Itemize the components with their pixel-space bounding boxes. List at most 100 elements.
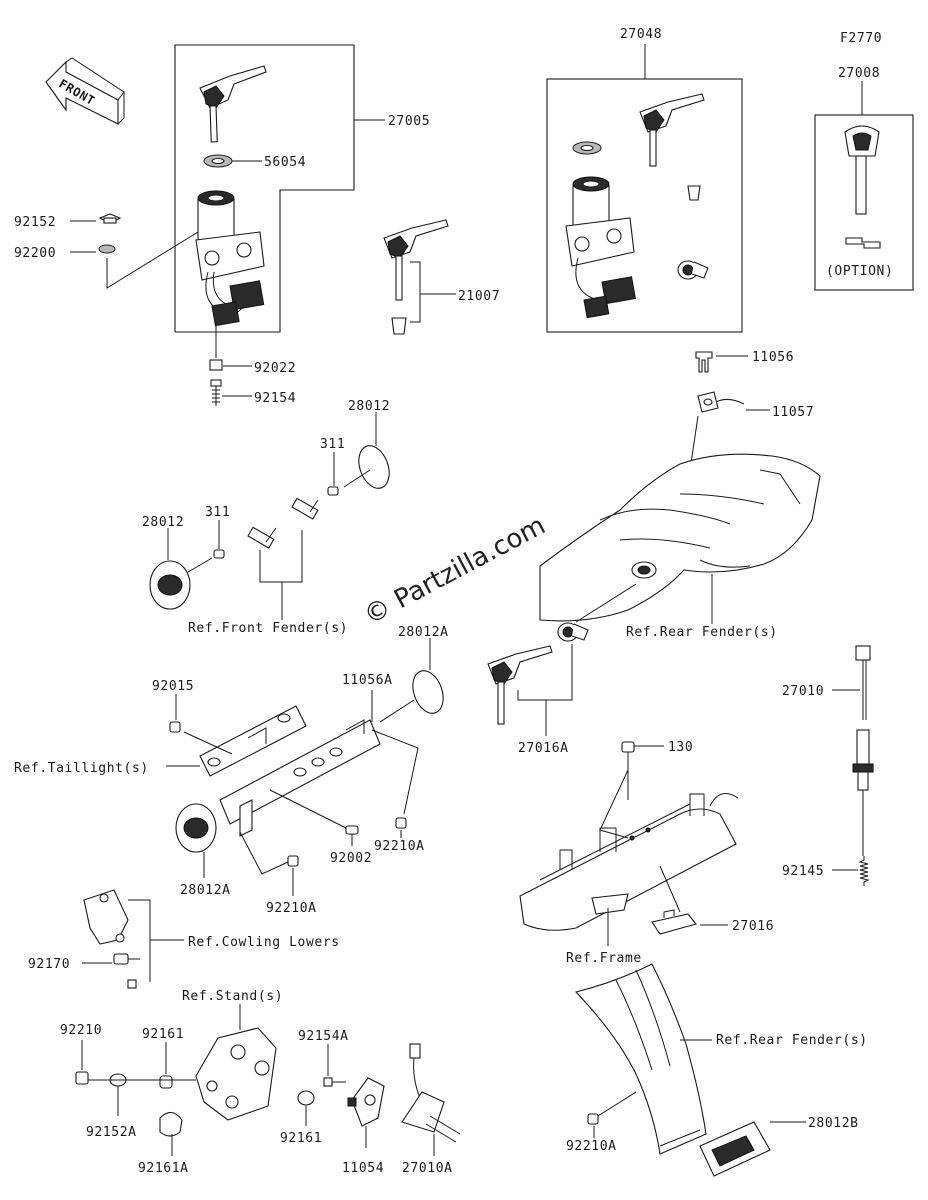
grommet-28012B (699, 1121, 771, 1177)
washer-92200 (98, 244, 116, 254)
taillight-bracket (199, 705, 307, 777)
label-92145: 92145 (782, 864, 824, 879)
label-311-top: 311 (320, 437, 345, 452)
label-11056A: 11056A (342, 673, 393, 688)
screw-92154 (210, 379, 222, 406)
key-blank-icon (845, 237, 881, 249)
option-label: (OPTION) (826, 264, 893, 279)
grommet-28012 (149, 560, 191, 610)
label-27010A: 27010A (402, 1161, 453, 1176)
label-11057: 11057 (772, 405, 814, 420)
key-icon (383, 219, 449, 301)
cowling-bracket (83, 889, 129, 945)
label-28012-left: 28012 (142, 515, 184, 530)
ref-taillight: Ref.Taillight(s) (14, 761, 149, 776)
label-28012A-bottom: 28012A (180, 883, 231, 898)
label-11054: 11054 (342, 1161, 384, 1176)
nut-92210 (75, 1071, 89, 1085)
clip-11057 (697, 391, 745, 413)
label-92170: 92170 (28, 957, 70, 972)
watermark: © Partzilla.com (359, 510, 550, 631)
bushing (687, 185, 701, 201)
label-56054: 56054 (264, 155, 306, 170)
figure-code: F2770 (840, 31, 882, 46)
ref-rear-fender: Ref.Rear Fender(s) (626, 625, 778, 640)
stop-switch-27010 (852, 645, 874, 791)
ref-stand: Ref.Stand(s) (182, 989, 283, 1004)
label-92210: 92210 (60, 1023, 102, 1038)
label-311-left: 311 (205, 505, 230, 520)
ref-front-fender: Ref.Front Fender(s) (188, 621, 348, 636)
nut-92210A (287, 855, 299, 867)
ref-frame: Ref.Frame (566, 951, 642, 966)
spacer (247, 497, 319, 549)
screw (127, 979, 137, 989)
rear-fender-lower (574, 963, 707, 1155)
ignition-switch (195, 190, 265, 327)
label-11056: 11056 (752, 350, 794, 365)
label-27048: 27048 (620, 27, 662, 42)
lock-cylinder (677, 260, 709, 280)
key-icon (487, 645, 553, 725)
grommet-28012A (175, 803, 217, 853)
rear-fender (539, 453, 821, 622)
label-28012A-top: 28012A (398, 625, 449, 640)
label-92210A-bottom: 92210A (266, 901, 317, 916)
collar-92161 (159, 1075, 173, 1089)
nut-92022 (209, 359, 223, 371)
bushing (391, 317, 407, 335)
nut-311 (213, 549, 225, 559)
label-92200: 92200 (14, 246, 56, 261)
nut-92210A (395, 817, 407, 829)
cap-92161A (159, 1111, 183, 1137)
label-92152: 92152 (14, 215, 56, 230)
label-92154A: 92154A (298, 1029, 349, 1044)
label-92152A: 92152A (86, 1125, 137, 1140)
collar-92161 (297, 1090, 315, 1106)
bolt-92152 (98, 213, 122, 224)
bracket-11056A (219, 719, 381, 837)
rear-frame (519, 793, 739, 931)
bolt-92002 (345, 825, 359, 835)
label-92161A: 92161A (138, 1161, 189, 1176)
ignition-switch (565, 176, 636, 319)
option-key-frame (814, 114, 914, 291)
label-27010: 27010 (782, 684, 824, 699)
label-92154: 92154 (254, 391, 296, 406)
ref-rear-fender-2: Ref.Rear Fender(s) (716, 1033, 868, 1048)
label-21007: 21007 (458, 289, 500, 304)
label-27016A: 27016A (518, 741, 569, 756)
grommet-28012 (358, 445, 390, 489)
label-92015: 92015 (152, 679, 194, 694)
label-27008: 27008 (838, 66, 880, 81)
label-92210A-lower: 92210A (566, 1139, 617, 1154)
spring-92145 (858, 856, 870, 886)
label-92002: 92002 (330, 851, 372, 866)
nut-311 (327, 486, 339, 496)
assembly-frame-27005 (174, 44, 355, 333)
ref-cowling: Ref.Cowling Lowers (188, 935, 340, 950)
label-27016: 27016 (732, 919, 774, 934)
bracket-27016 (651, 909, 697, 935)
front-arrow-icon: FRONT (45, 57, 125, 125)
label-27005: 27005 (388, 114, 430, 129)
nut-92210A (587, 1113, 599, 1125)
bolt-92170 (113, 953, 140, 965)
label-92161-top: 92161 (142, 1027, 184, 1042)
nut-92015 (169, 721, 181, 733)
label-28012B: 28012B (808, 1116, 859, 1131)
clip-11056 (695, 351, 713, 373)
bolt-130 (621, 741, 635, 753)
label-92210A-right: 92210A (374, 839, 425, 854)
key-icon (639, 93, 705, 167)
label-92161-bottom: 92161 (280, 1131, 322, 1146)
label-130: 130 (668, 740, 693, 755)
label-92022: 92022 (254, 361, 296, 376)
bolt-92154A (323, 1077, 346, 1087)
label-28012-top: 28012 (348, 399, 390, 414)
lock-cylinder (557, 622, 589, 642)
key-icon (199, 65, 267, 143)
stand-bracket (195, 1027, 277, 1121)
switch-11054 (347, 1077, 385, 1127)
